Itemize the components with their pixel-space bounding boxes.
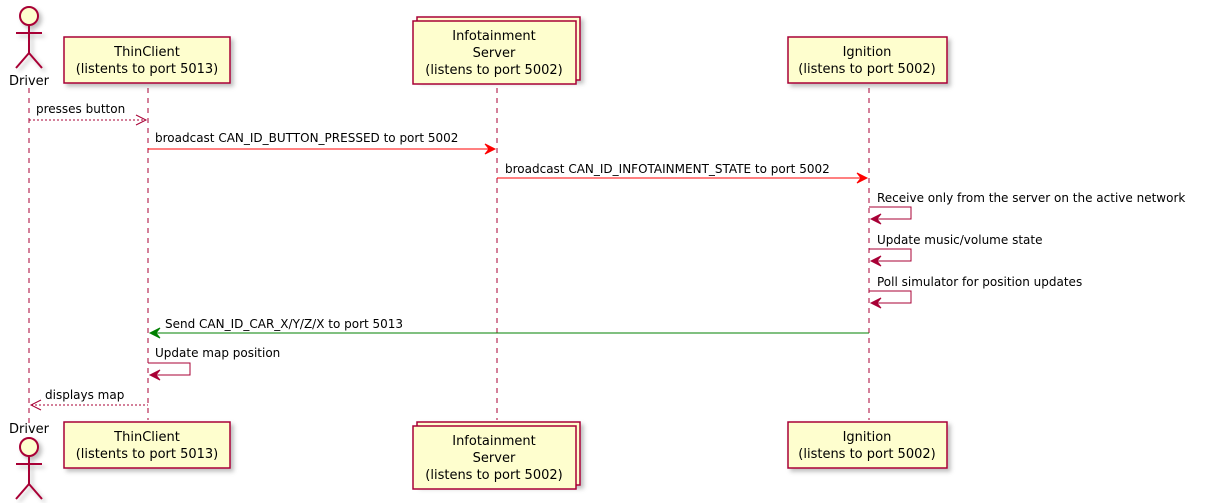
message-presses-button: presses button — [29, 102, 148, 126]
message-broadcast-button-pressed: broadcast CAN_ID_BUTTON_PRESSED to port … — [148, 131, 497, 155]
message-receive-only: Receive only from the server on the acti… — [869, 191, 1185, 225]
message-presses-button-label: presses button — [36, 102, 125, 116]
infotainment-name: Infotainment — [452, 29, 536, 44]
ignition-name-bottom: Ignition — [843, 430, 892, 445]
thinclient-name: ThinClient — [113, 45, 180, 60]
message-poll-simulator-label: Poll simulator for position updates — [877, 275, 1082, 289]
infotainment-port-bottom: (listens to port 5002) — [425, 468, 562, 483]
message-broadcast-infotainment-state: broadcast CAN_ID_INFOTAINMENT_STATE to p… — [497, 162, 869, 184]
message-send-car-position: Send CAN_ID_CAR_X/Y/Z/X to port 5013 — [148, 317, 869, 339]
message-displays-map-label: displays map — [45, 388, 124, 402]
participant-thinclient-top: ThinClient (listents to port 5013) — [63, 36, 231, 84]
message-send-car-position-label: Send CAN_ID_CAR_X/Y/Z/X to port 5013 — [165, 317, 403, 331]
driver-label-bottom: Driver — [9, 422, 50, 437]
ignition-port: (listens to port 5002) — [798, 62, 935, 77]
message-update-map-position-label: Update map position — [155, 346, 280, 360]
infotainment-port: (listens to port 5002) — [425, 63, 562, 78]
thinclient-port: (listents to port 5013) — [76, 62, 219, 77]
participant-infotainment-bottom: Infotainment Server (listens to port 500… — [412, 421, 581, 490]
driver-label-top: Driver — [9, 74, 50, 89]
ignition-port-bottom: (listens to port 5002) — [798, 447, 935, 462]
infotainment-server: Server — [473, 46, 516, 61]
driver-actor-top — [15, 6, 43, 69]
participant-thinclient-bottom: ThinClient (listents to port 5013) — [63, 421, 231, 469]
participant-ignition-bottom: Ignition (listens to port 5002) — [787, 421, 948, 469]
participant-ignition-top: Ignition (listens to port 5002) — [787, 36, 948, 84]
driver-actor-bottom — [15, 437, 43, 500]
message-update-music-volume: Update music/volume state — [869, 233, 1042, 267]
ignition-name: Ignition — [843, 45, 892, 60]
message-displays-map: displays map — [29, 388, 148, 411]
message-receive-only-label: Receive only from the server on the acti… — [877, 191, 1185, 205]
message-broadcast-button-pressed-label: broadcast CAN_ID_BUTTON_PRESSED to port … — [155, 131, 458, 145]
infotainment-name-bottom: Infotainment — [452, 434, 536, 449]
infotainment-server-bottom: Server — [473, 451, 516, 466]
thinclient-port-bottom: (listents to port 5013) — [76, 447, 219, 462]
message-poll-simulator: Poll simulator for position updates — [869, 275, 1082, 309]
participant-infotainment-top: Infotainment Server (listens to port 500… — [412, 16, 581, 85]
message-update-music-volume-label: Update music/volume state — [877, 233, 1042, 247]
message-update-map-position: Update map position — [148, 346, 280, 381]
message-broadcast-infotainment-state-label: broadcast CAN_ID_INFOTAINMENT_STATE to p… — [505, 162, 830, 176]
thinclient-name-bottom: ThinClient — [113, 430, 180, 445]
